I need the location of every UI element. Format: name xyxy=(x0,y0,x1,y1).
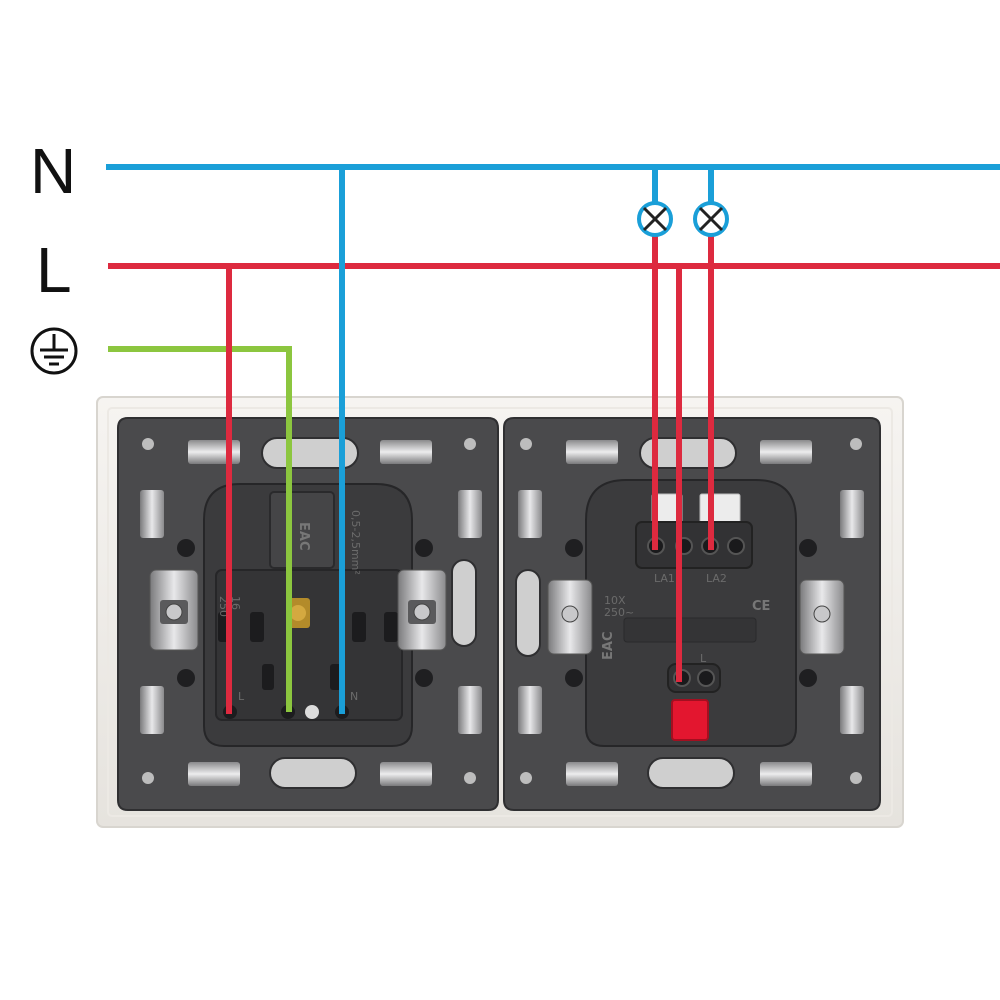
socket-terminal-l-label: L xyxy=(238,690,245,703)
socket-terminal-n-label: N xyxy=(350,690,358,703)
switch-ce-text: CE xyxy=(752,599,770,614)
socket-clamp-right xyxy=(397,569,447,651)
switch-release-lever xyxy=(671,699,709,741)
earth-ground-icon xyxy=(30,327,78,375)
neutral-label: N xyxy=(30,135,76,207)
wires xyxy=(106,164,1000,714)
switch-clamp-right xyxy=(799,579,845,655)
lamp-icon xyxy=(637,201,673,237)
lamp-icon xyxy=(693,201,729,237)
socket-conductor-text: 0,5-2,5mm² xyxy=(349,510,362,575)
earth-bus-wire xyxy=(108,346,292,712)
line-label: L xyxy=(36,234,72,306)
switch-clamp-left xyxy=(547,579,593,655)
switch-cert-text: EAC xyxy=(601,632,616,660)
switch-terminal-la2-label: LA2 xyxy=(706,572,727,585)
switch-terminal-l-label: L xyxy=(700,652,707,665)
socket-mechanism: 16250 0,5-2,5mm² EAC L N xyxy=(149,483,447,747)
switch-terminal-la1-label: LA1 xyxy=(654,572,675,585)
socket-clamp-left xyxy=(149,569,199,651)
socket-cert-text: EAC xyxy=(296,522,311,550)
